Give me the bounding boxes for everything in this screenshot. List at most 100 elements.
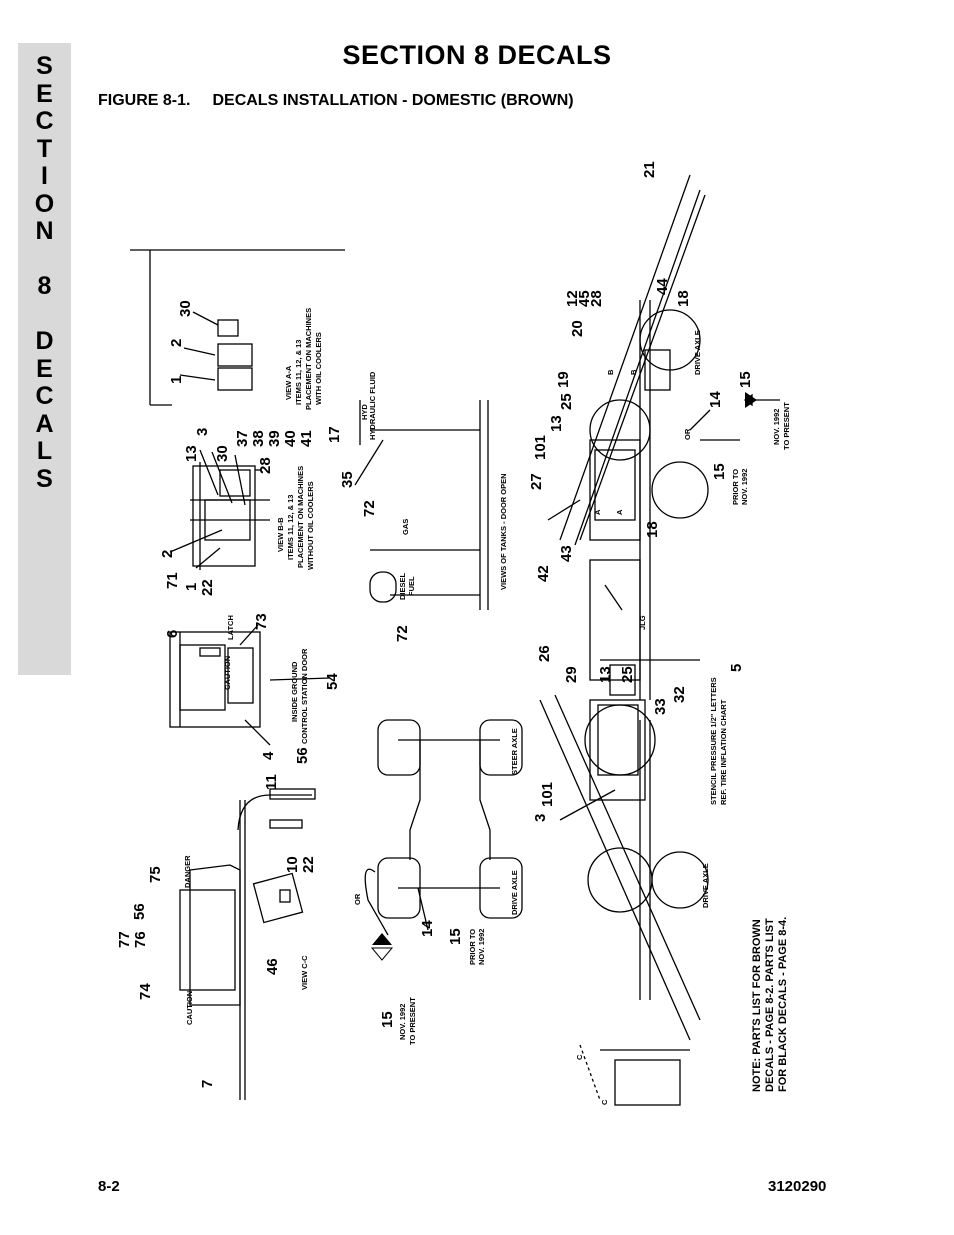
callout-54: 54 [324,673,341,690]
view-aa-label-3: PLACEMENT ON MACHINES [304,308,313,410]
tanks-drawing [354,400,489,610]
callout-28-b: 28 [257,457,274,474]
callout-4: 4 [260,751,277,760]
figure-number: FIGURE 8-1. [98,92,191,109]
callout-6: 6 [164,630,181,638]
callout-37: 37 [234,430,251,447]
page-title: SECTION 8 DECALS [342,40,612,70]
document-number: 3120290 [768,1178,827,1195]
prior-to-label: PRIOR TO [468,929,477,965]
side-letter: C [35,382,54,410]
side-letter: E [36,79,53,108]
callout-30-b: 30 [214,445,231,462]
callout-33: 33 [652,698,669,715]
callout-43: 43 [558,545,575,562]
caution-label-cc: CAUTION [185,991,194,1025]
callout-44: 44 [654,278,671,295]
callout-17: 17 [326,426,343,443]
section-side-tab: S E C T I O N 8 D E C A L S [18,43,71,675]
callout-72-a: 72 [361,500,378,517]
stencil-label-2: REF. TIRE INFLATION CHART [719,699,728,805]
callout-101-b: 101 [539,782,556,807]
note-line-3: FOR BLACK DECALS - PAGE 8-4. [777,917,789,1092]
callout-101: 101 [532,435,549,460]
brand-label: JLG [638,615,647,630]
hydraulic-fluid-label: HYDRAULIC FLUID [368,371,377,440]
callout-a-1: A [593,509,602,515]
callout-10: 10 [284,856,301,873]
callout-2-a: 2 [168,339,185,347]
callout-39: 39 [266,430,283,447]
callout-27: 27 [528,473,545,490]
to-present-machine-label: TO PRESENT [782,402,791,450]
callout-1-a: 1 [168,376,185,384]
fwd-arrows-drawing [689,393,780,441]
callout-14-a: 14 [707,391,724,408]
callout-13: 13 [548,415,565,432]
callout-32: 32 [671,686,688,703]
callout-41: 41 [298,430,315,447]
callout-20: 20 [569,320,586,337]
or-machine-label: OR [683,428,692,440]
callout-22: 22 [199,579,216,596]
side-tab-letters: S E C T I O N 8 D E C A L S [18,52,71,493]
callout-3-b: 3 [194,428,211,436]
callout-13-c: 13 [183,445,200,462]
callout-76: 76 [132,931,149,948]
callout-25: 25 [558,393,575,410]
callout-28: 28 [588,290,605,307]
callout-21: 21 [641,161,658,178]
side-letter: C [35,107,54,135]
drive-axle-upper-label: DRIVE AXLE [693,330,702,375]
diesel-label: DIESEL [398,572,407,600]
side-letter: T [36,134,53,163]
danger-label: DANGER [183,855,192,888]
side-letter: D [35,327,54,355]
side-letter: O [34,189,55,218]
drive-axle-label: DRIVE AXLE [510,870,519,915]
chassis-drawing [364,719,523,936]
figure-title: FIGURE 8-1. DECALS INSTALLATION - DOMESTI… [98,92,574,110]
callout-13-b: 13 [597,666,614,683]
drive-axle-lower-label: DRIVE AXLE [701,863,710,908]
figure-caption: DECALS INSTALLATION - DOMESTIC (BROWN) [212,92,574,109]
callout-42: 42 [535,565,552,582]
view-bb-label-4: WITHOUT OIL COOLERS [306,481,315,570]
ground-control-door-drawing [169,624,331,746]
gas-label: GAS [401,519,410,535]
callout-7: 7 [199,1080,216,1088]
callout-b-1: B [606,369,615,375]
view-bb-label-1: VIEW B-B [276,517,285,552]
callout-a-2: A [615,509,624,515]
callout-45: 45 [576,290,593,307]
stencil-label-1: STENCIL PRESSURE 1/2" LETTERS [709,677,718,805]
machine-upper-drawing [547,174,709,700]
callout-15-c: 15 [447,928,464,945]
hyd-label: HYD [360,404,369,420]
nov-1992-label: NOV. 1992 [398,1004,407,1040]
ground-control-label-2: CONTROL STATION DOOR [300,648,309,744]
view-cc-label: VIEW C-C [300,955,309,990]
or-label: OR [353,893,362,905]
view-aa-label-4: WITH OIL COOLERS [314,332,323,405]
callout-14-b: 14 [419,920,436,937]
view-aa-drawing [130,249,345,406]
callout-2-b: 2 [159,550,176,558]
callout-46: 46 [264,958,281,975]
callout-71: 71 [164,572,181,589]
view-aa-label-2: ITEMS 11, 12, & 13 [294,340,303,405]
callout-74: 74 [137,983,154,1000]
prior-date-label: NOV. 1992 [477,929,486,965]
callout-75: 75 [147,866,164,883]
side-letter: S [36,52,53,80]
callout-25-b: 25 [619,666,636,683]
side-letter: A [35,409,54,438]
callout-30-a: 30 [177,300,194,317]
fwd-arrow-icon [745,392,757,408]
view-cc-drawing [179,788,316,1100]
callout-11: 11 [263,774,280,790]
prior-date-machine-label: NOV. 1992 [740,469,749,505]
side-letter: L [36,437,53,465]
arrow-down-icon [370,947,394,961]
side-letter: S [36,464,53,493]
